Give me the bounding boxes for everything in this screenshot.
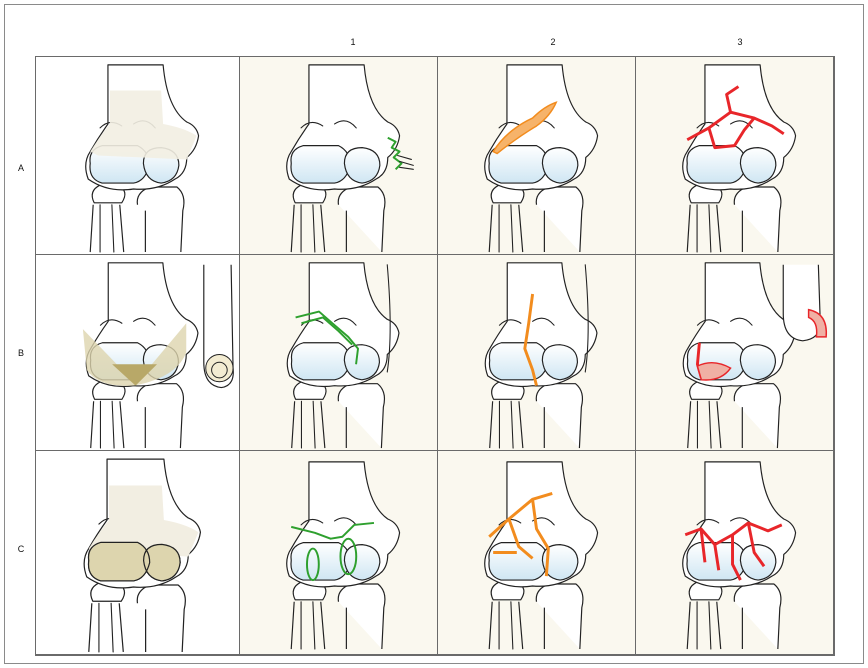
cell-a-2: [438, 57, 636, 255]
cell-a-0: [36, 57, 240, 255]
cell-b-0: [36, 255, 240, 451]
cell-c-3: [636, 451, 834, 655]
elbow-illustration: [438, 451, 635, 654]
cell-b-3: [636, 255, 834, 451]
cell-c-2: [438, 451, 636, 655]
column-label-1: 1: [343, 37, 363, 47]
classification-grid: [35, 56, 835, 656]
elbow-illustration: [438, 57, 635, 254]
cell-b-1: [240, 255, 438, 451]
elbow-illustration: [36, 451, 239, 654]
column-label-3: 3: [730, 37, 750, 47]
elbow-illustration: [36, 255, 239, 450]
elbow-illustration: [438, 255, 635, 450]
elbow-illustration: [36, 57, 239, 254]
cell-c-0: [36, 451, 240, 655]
cell-a-1: [240, 57, 438, 255]
elbow-illustration: [636, 57, 833, 254]
elbow-illustration: [636, 255, 833, 450]
row-label-c: C: [14, 544, 28, 554]
elbow-illustration: [240, 451, 437, 654]
cell-c-1: [240, 451, 438, 655]
elbow-illustration: [636, 451, 833, 654]
column-label-2: 2: [543, 37, 563, 47]
cell-b-2: [438, 255, 636, 451]
elbow-illustration: [240, 57, 437, 254]
row-label-a: A: [14, 163, 28, 173]
row-label-b: B: [14, 348, 28, 358]
cell-a-3: [636, 57, 834, 255]
elbow-illustration: [240, 255, 437, 450]
